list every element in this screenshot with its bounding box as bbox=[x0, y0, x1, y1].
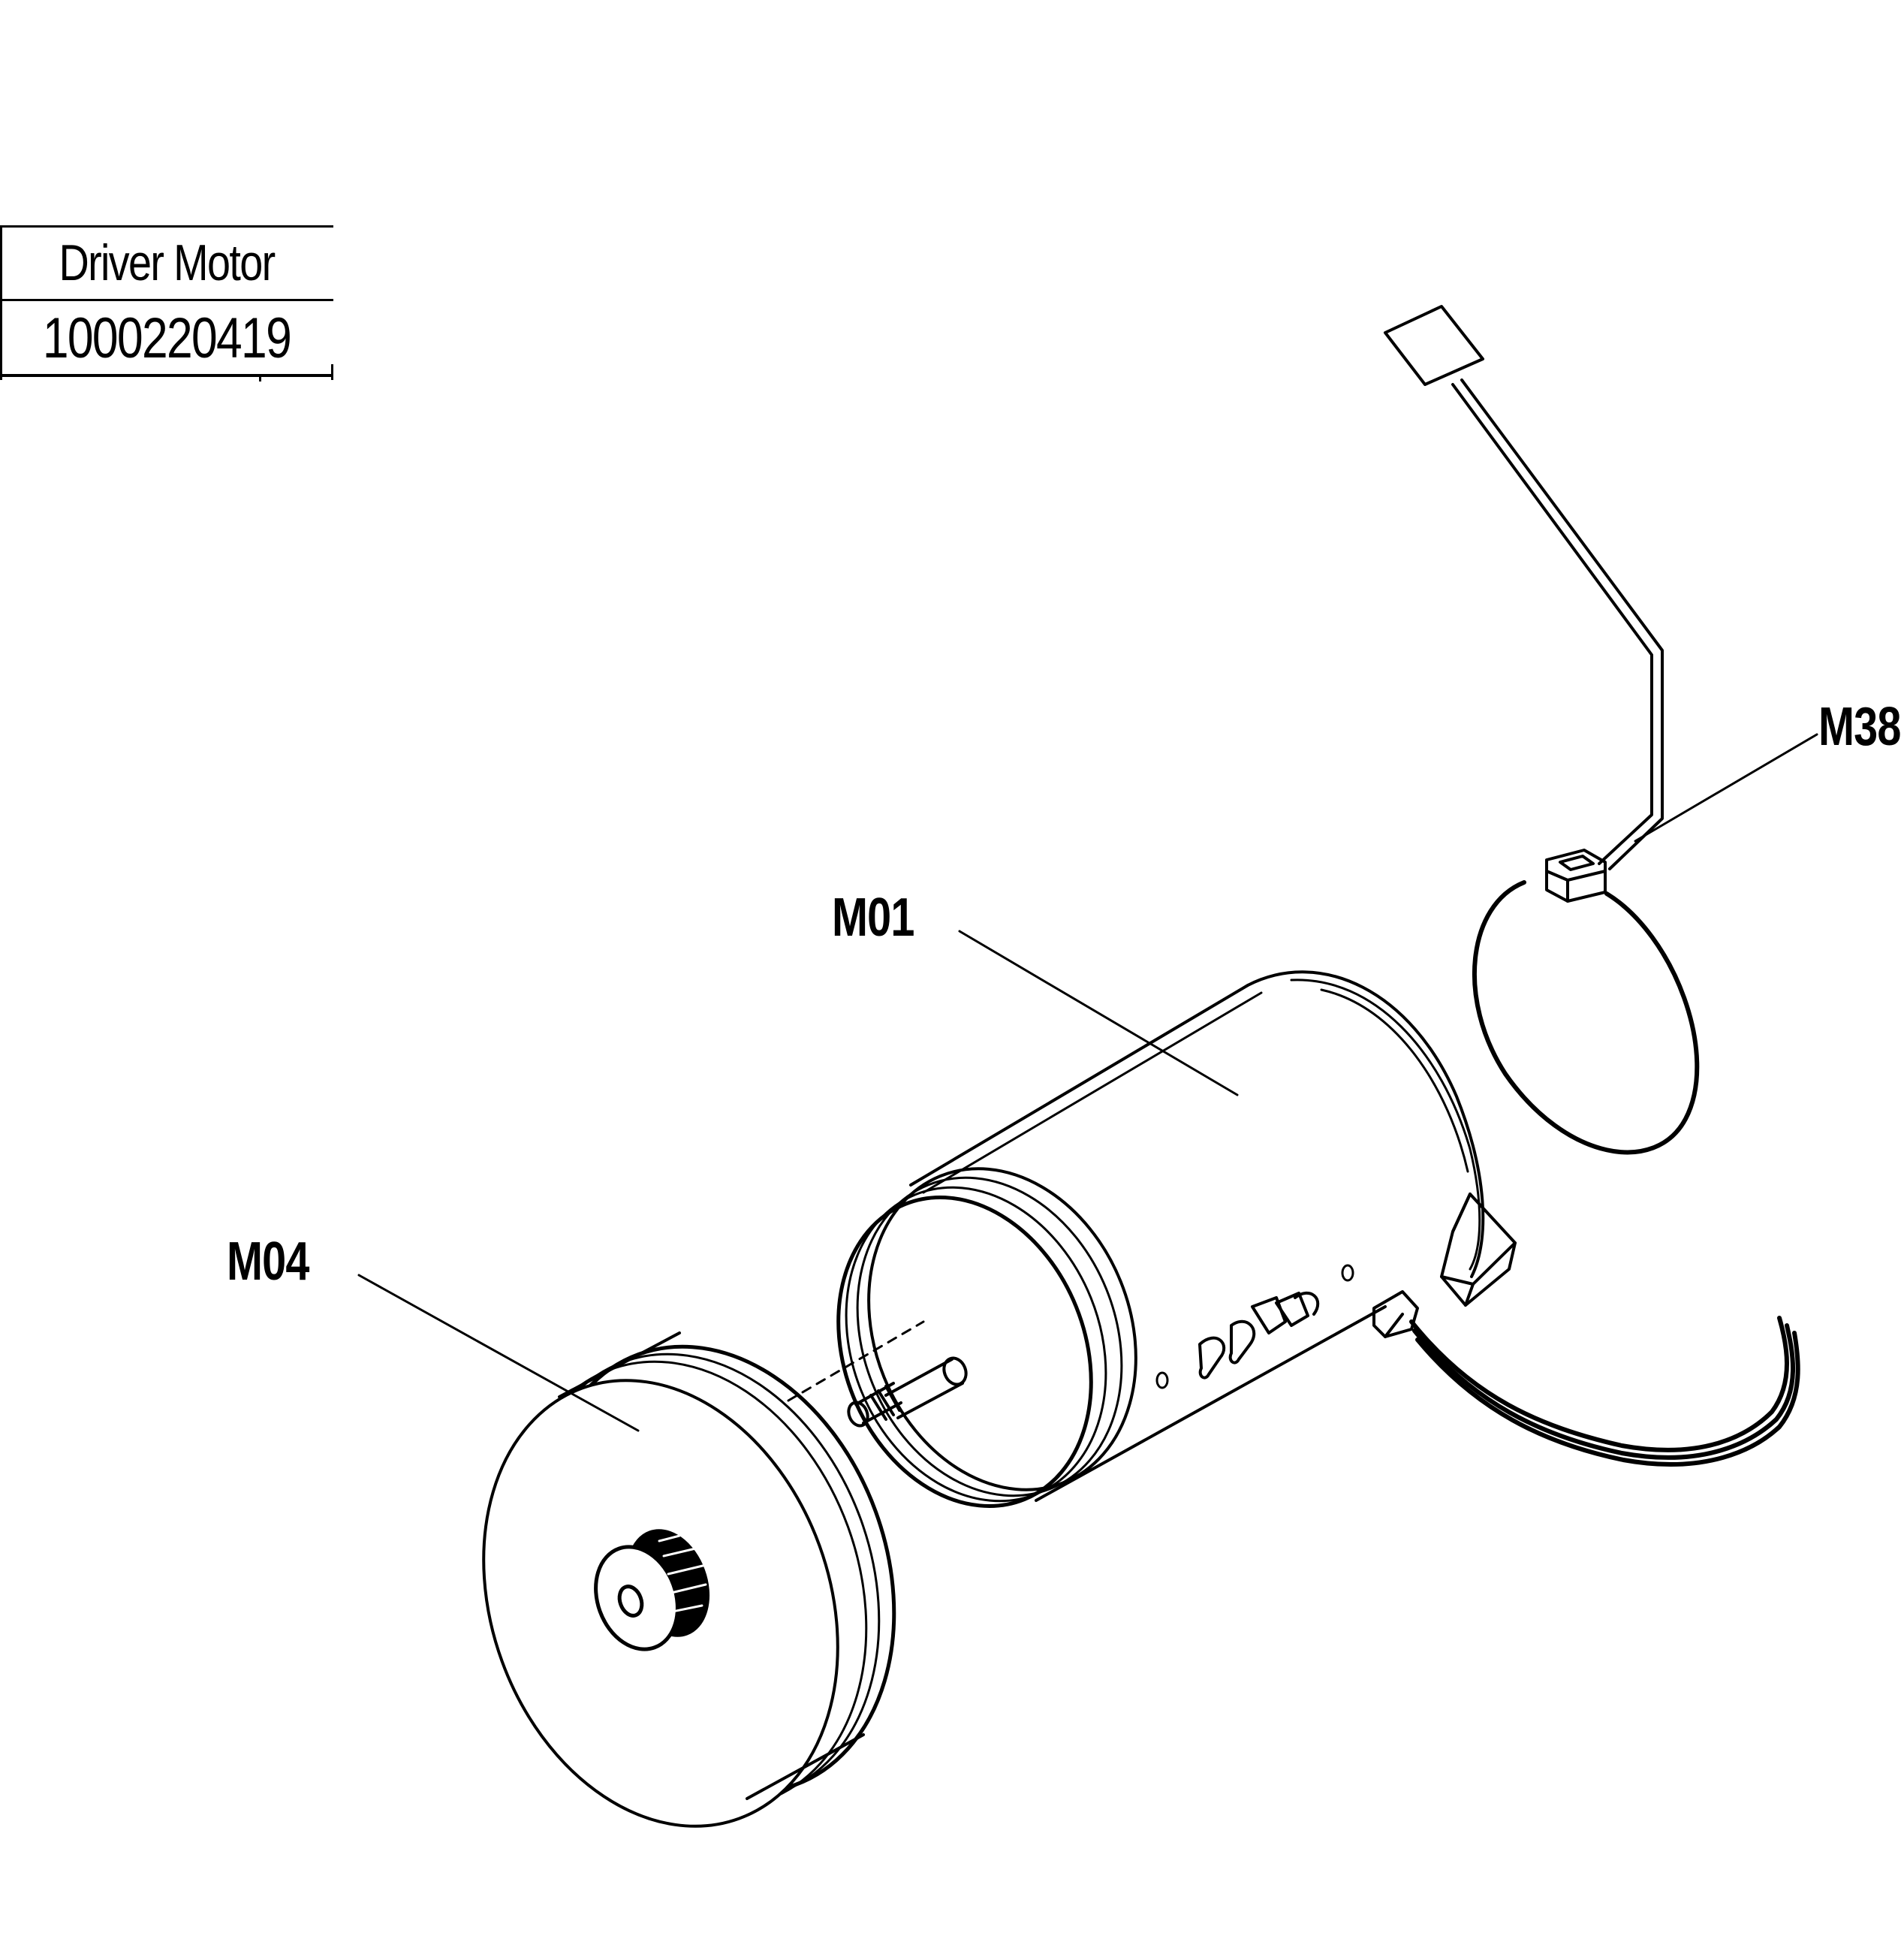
title-block-middle-rule bbox=[0, 299, 333, 301]
part-number: 1000220419 bbox=[42, 306, 292, 370]
title-block-inner-tick bbox=[259, 374, 261, 381]
cable-flag-tab bbox=[1384, 305, 1484, 386]
motor-leads bbox=[1409, 1316, 1800, 1467]
leader-line-m01 bbox=[958, 930, 1239, 1096]
assembly-guide-line bbox=[787, 1320, 925, 1402]
flywheel-m04 bbox=[482, 1331, 896, 1828]
brush-holder bbox=[1198, 1292, 1320, 1380]
motor-shaft bbox=[847, 1356, 968, 1428]
callout-m04: M04 bbox=[227, 1232, 309, 1292]
title-block-right-tick bbox=[331, 364, 333, 380]
callout-m38: M38 bbox=[1818, 697, 1901, 757]
cable-wire-a bbox=[1451, 383, 1653, 865]
title-block-top-rule bbox=[0, 225, 333, 228]
title-block: Driver Motor 1000220419 bbox=[0, 225, 333, 381]
leader-line-m38 bbox=[1634, 733, 1818, 843]
sensor-cable-m38 bbox=[1384, 305, 1700, 1155]
sensor-ring bbox=[1472, 880, 1700, 1155]
mount-hole bbox=[1155, 1371, 1169, 1389]
callout-m01: M01 bbox=[832, 888, 914, 948]
motor-body-m01 bbox=[787, 970, 1517, 1508]
part-name: Driver Motor bbox=[59, 234, 276, 291]
leader-line-m04 bbox=[357, 1274, 640, 1432]
cable-wire-b bbox=[1460, 378, 1664, 870]
title-block-bottom-rule bbox=[0, 374, 333, 377]
title-block-left-rule bbox=[0, 225, 2, 380]
flywheel-hub bbox=[594, 1529, 710, 1651]
motor-terminal-box bbox=[1440, 1193, 1517, 1307]
cable-gland bbox=[1372, 1290, 1419, 1338]
cable-connector bbox=[1545, 849, 1607, 903]
mount-hole bbox=[1341, 1264, 1354, 1282]
